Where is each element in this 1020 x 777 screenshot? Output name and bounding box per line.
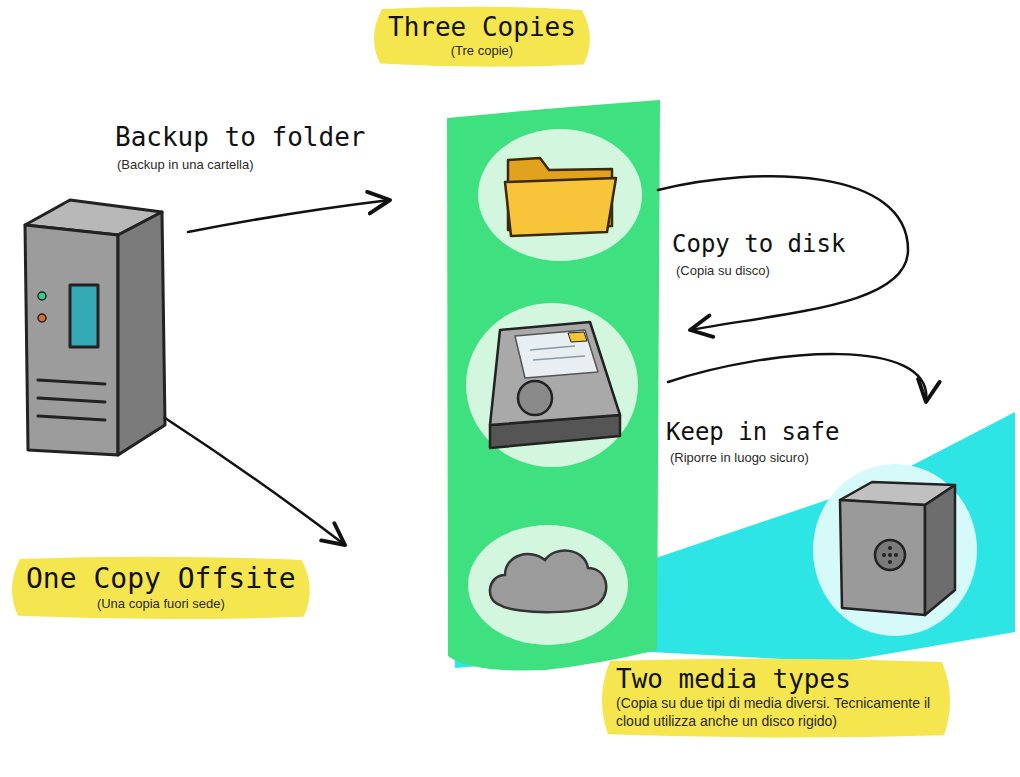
safe-arrow <box>668 354 926 402</box>
heading: Two media types <box>616 664 936 695</box>
label-slot: (Riporre in luogo sicuro) <box>670 450 809 466</box>
safe-dial <box>875 540 905 570</box>
cloud-icon <box>490 551 606 613</box>
label-slot: (Copia su disco) <box>676 263 770 279</box>
server-led <box>38 292 46 300</box>
icon-glow <box>468 525 628 645</box>
step-translation: (Copia su disco) <box>676 263 770 279</box>
backup-arrow <box>188 200 390 232</box>
label-slot: Keep in safe <box>666 418 839 447</box>
server-side <box>118 212 165 455</box>
translation: (Copia su due tipi di media diversi. Tec… <box>616 695 936 730</box>
disk-label <box>515 330 598 378</box>
step-label: Backup to folder <box>115 122 365 153</box>
copy-arrow <box>658 176 908 330</box>
server-front <box>25 225 118 455</box>
translation: (Tre copie) <box>388 43 576 59</box>
server-icon <box>25 200 165 455</box>
safe-front <box>840 500 925 615</box>
step-translation: (Riporre in luogo sicuro) <box>670 450 809 466</box>
safe-side <box>925 485 955 615</box>
safe-icon <box>840 482 955 615</box>
label-slot: Copy to disk <box>672 230 845 259</box>
folder-icon <box>505 158 616 236</box>
folder-front <box>505 178 616 236</box>
heading: Three Copies <box>388 12 576 43</box>
server-slot <box>70 285 98 347</box>
disk-platter <box>518 381 552 415</box>
server-vents <box>38 380 105 420</box>
copies-band <box>447 100 660 670</box>
label-slot: (Backup in una cartella) <box>117 157 254 173</box>
safe-dial-dots <box>882 546 898 564</box>
translation: (Una copia fuori sede) <box>26 596 296 612</box>
flow-arrows <box>165 176 926 545</box>
step-translation: (Backup in una cartella) <box>117 157 254 173</box>
server-led <box>38 314 46 322</box>
label-slot: Backup to folder <box>115 122 365 153</box>
highlight-fill <box>12 557 310 619</box>
highlight-fill <box>374 7 590 67</box>
highlight-fill <box>602 659 950 738</box>
icon-glow <box>478 129 642 261</box>
icon-glow <box>813 464 977 636</box>
icon-glow <box>466 303 638 467</box>
step-label: Copy to disk <box>672 230 845 259</box>
heading: One Copy Offsite <box>26 562 296 596</box>
disk-label-lines <box>530 346 585 360</box>
disk-top <box>490 322 620 425</box>
offsite-arrow <box>165 418 345 545</box>
highlight-note: One Copy Offsite(Una copia fuori sede) <box>8 556 314 620</box>
disk-tab <box>568 332 587 342</box>
step-label: Keep in safe <box>666 418 839 447</box>
highlight-note: Three Copies(Tre copie) <box>370 6 594 67</box>
highlight-note: Two media types(Copia su due tipi di med… <box>598 658 954 738</box>
disk-icon <box>490 322 620 448</box>
